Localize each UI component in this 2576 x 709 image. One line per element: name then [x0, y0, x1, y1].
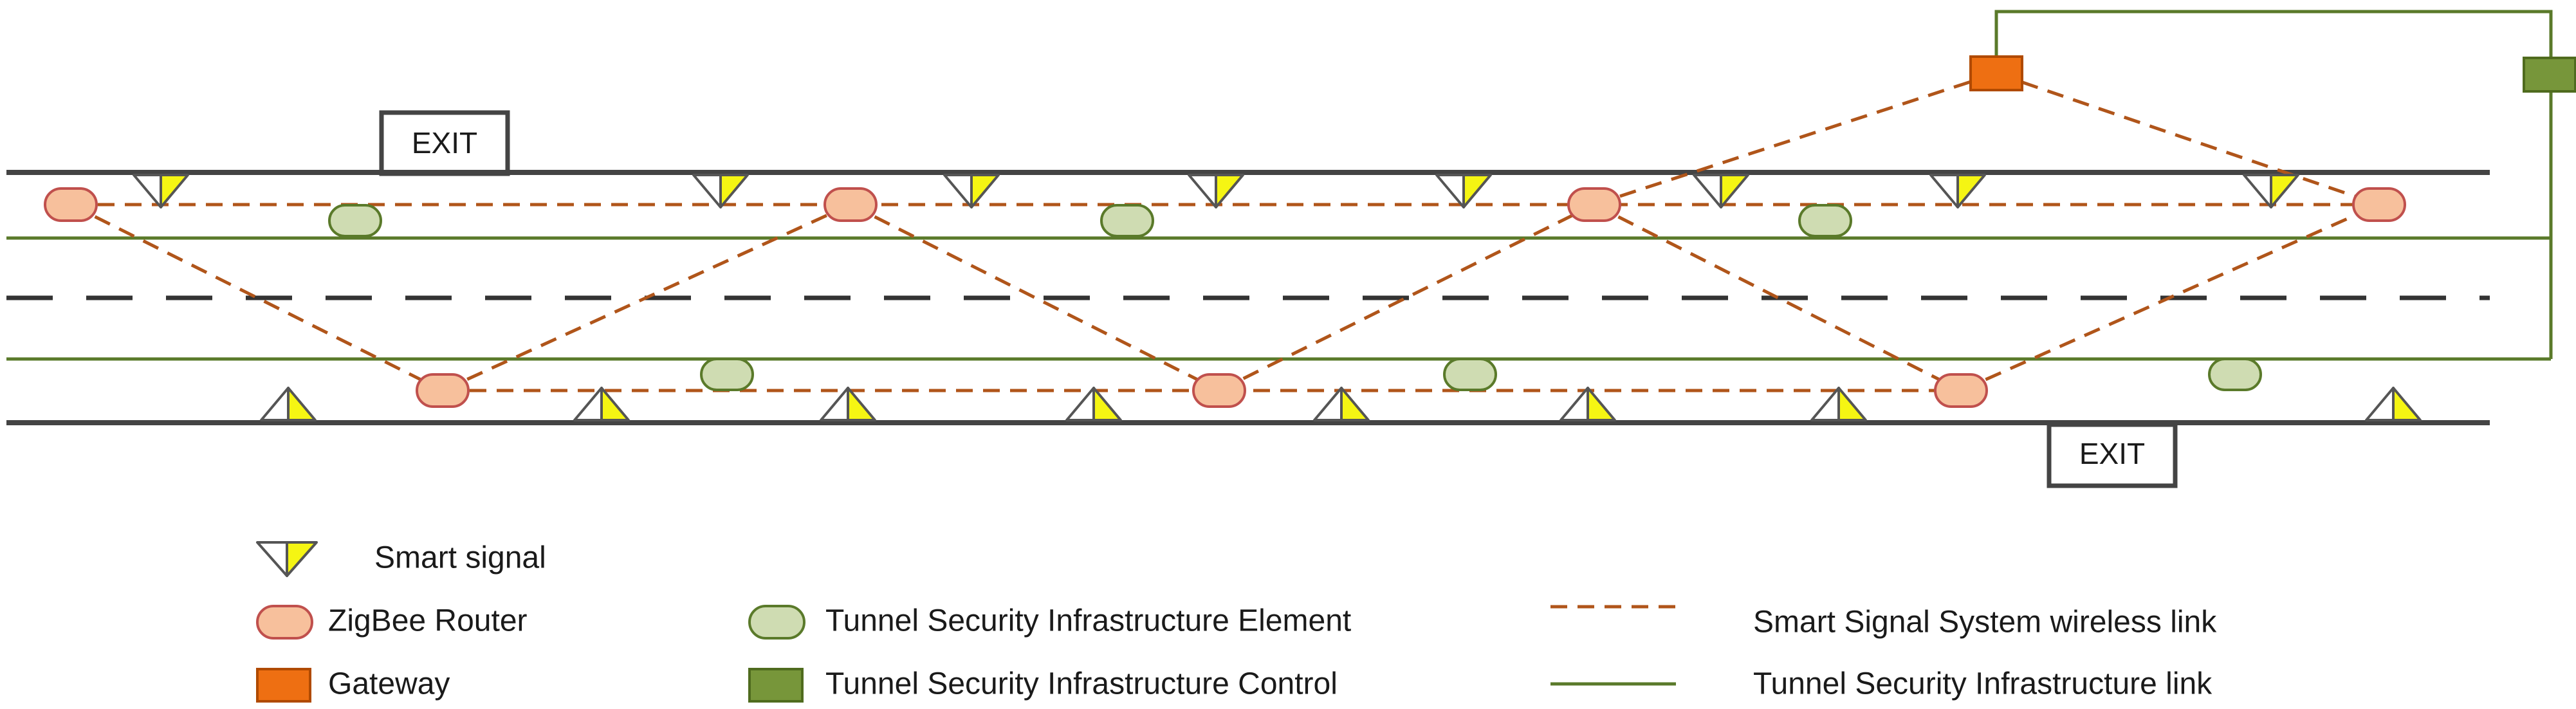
smart-signal-icon: [943, 174, 1000, 208]
smart-signal-icon: [820, 387, 876, 421]
legend-label-zigbee-router: ZigBee Router: [328, 604, 528, 638]
smart-signal-icon: [573, 387, 630, 421]
zigbee-router-icon: [2352, 187, 2406, 222]
legend: Smart signal ZigBee Router Gateway Tunne…: [256, 541, 2217, 703]
tunnel-infra-element-icon: [700, 358, 754, 391]
zigbee-router-icon: [1567, 187, 1621, 222]
zigbee-router-icon: [44, 187, 98, 222]
legend-item-infra-link: Tunnel Security Infrastructure link: [1550, 667, 2213, 701]
zigbee-router-icon: [416, 373, 470, 408]
wireless-link: [849, 203, 1220, 392]
smart-signal-icon: [692, 174, 749, 208]
zigbee-router-icon: [1192, 373, 1246, 408]
legend-item-infra-element: Tunnel Security Infrastructure Element: [748, 604, 1351, 640]
wireless-link: [1996, 71, 2380, 207]
smart-signal-icon: [1313, 387, 1370, 421]
wireless-link: [1594, 71, 1997, 207]
gateway-icon: [1969, 55, 2023, 91]
legend-item-zigbee-router: ZigBee Router: [256, 604, 528, 640]
legend-label-gateway: Gateway: [328, 667, 450, 701]
exit-sign-top: EXIT: [379, 110, 510, 176]
legend-item-smart-signal: Smart signal: [256, 541, 546, 577]
zigbee-routers: [44, 187, 2406, 408]
tunnel-infra-control-icon: [748, 668, 804, 703]
zigbee-router-icon: [256, 605, 313, 640]
smart-signal-icon: [2243, 174, 2299, 208]
wireless-link: [69, 203, 444, 392]
zigbee-router-icon: [1934, 373, 1988, 408]
legend-label-infra-link: Tunnel Security Infrastructure link: [1753, 667, 2213, 701]
smart-signal-icon: [256, 541, 318, 577]
smart-signal-icon: [260, 387, 317, 421]
smart-signals: [133, 174, 2422, 421]
tunnel-infra-element-icon: [748, 605, 805, 640]
tunnel-infra-control-icon: [2523, 57, 2576, 93]
infra-link-gateway-control: [1994, 10, 2553, 59]
smart-signal-icon: [1693, 174, 1749, 208]
wireless-link: [441, 203, 852, 392]
legend-item-gateway: Gateway: [256, 667, 450, 703]
tunnel-infra-element-icon: [2208, 358, 2262, 391]
gateway-icon: [256, 668, 311, 703]
smart-signal-icon: [1188, 174, 1244, 208]
smart-signal-icon: [133, 174, 189, 208]
legend-label-smart-signal: Smart signal: [374, 541, 546, 575]
legend-item-infra-control: Tunnel Security Infrastructure Control: [748, 667, 1338, 703]
smart-signal-icon: [1065, 387, 1122, 421]
tunnel-infra-element-icon: [1798, 204, 1852, 237]
wireless-link: [1218, 203, 1596, 392]
legend-item-wireless-link: Smart Signal System wireless link: [1550, 605, 2217, 640]
smart-signal-icon: [1435, 174, 1492, 208]
zigbee-router-icon: [823, 187, 878, 222]
smart-signal-icon: [1559, 387, 1616, 421]
wireless-link: [1960, 203, 2380, 392]
legend-label-wireless-link: Smart Signal System wireless link: [1753, 605, 2217, 640]
exit-label: EXIT: [2079, 437, 2145, 470]
infra-elements: [328, 204, 2262, 391]
smart-signal-icon: [1810, 387, 1867, 421]
tunnel-infra-element-icon: [1100, 204, 1154, 237]
legend-label-infra-element: Tunnel Security Infrastructure Element: [825, 604, 1351, 638]
smart-signal-icon: [1929, 174, 1986, 208]
wireless-link: [1593, 203, 1962, 392]
legend-label-infra-control: Tunnel Security Infrastructure Control: [825, 667, 1338, 701]
tunnel-infra-element-icon: [328, 204, 382, 237]
exit-label: EXIT: [412, 126, 477, 160]
tunnel-infra-element-icon: [1443, 358, 1497, 391]
exit-sign-bottom: EXIT: [2047, 422, 2178, 488]
infrastructure-links: [6, 10, 2553, 361]
smart-signal-icon: [2365, 387, 2422, 421]
